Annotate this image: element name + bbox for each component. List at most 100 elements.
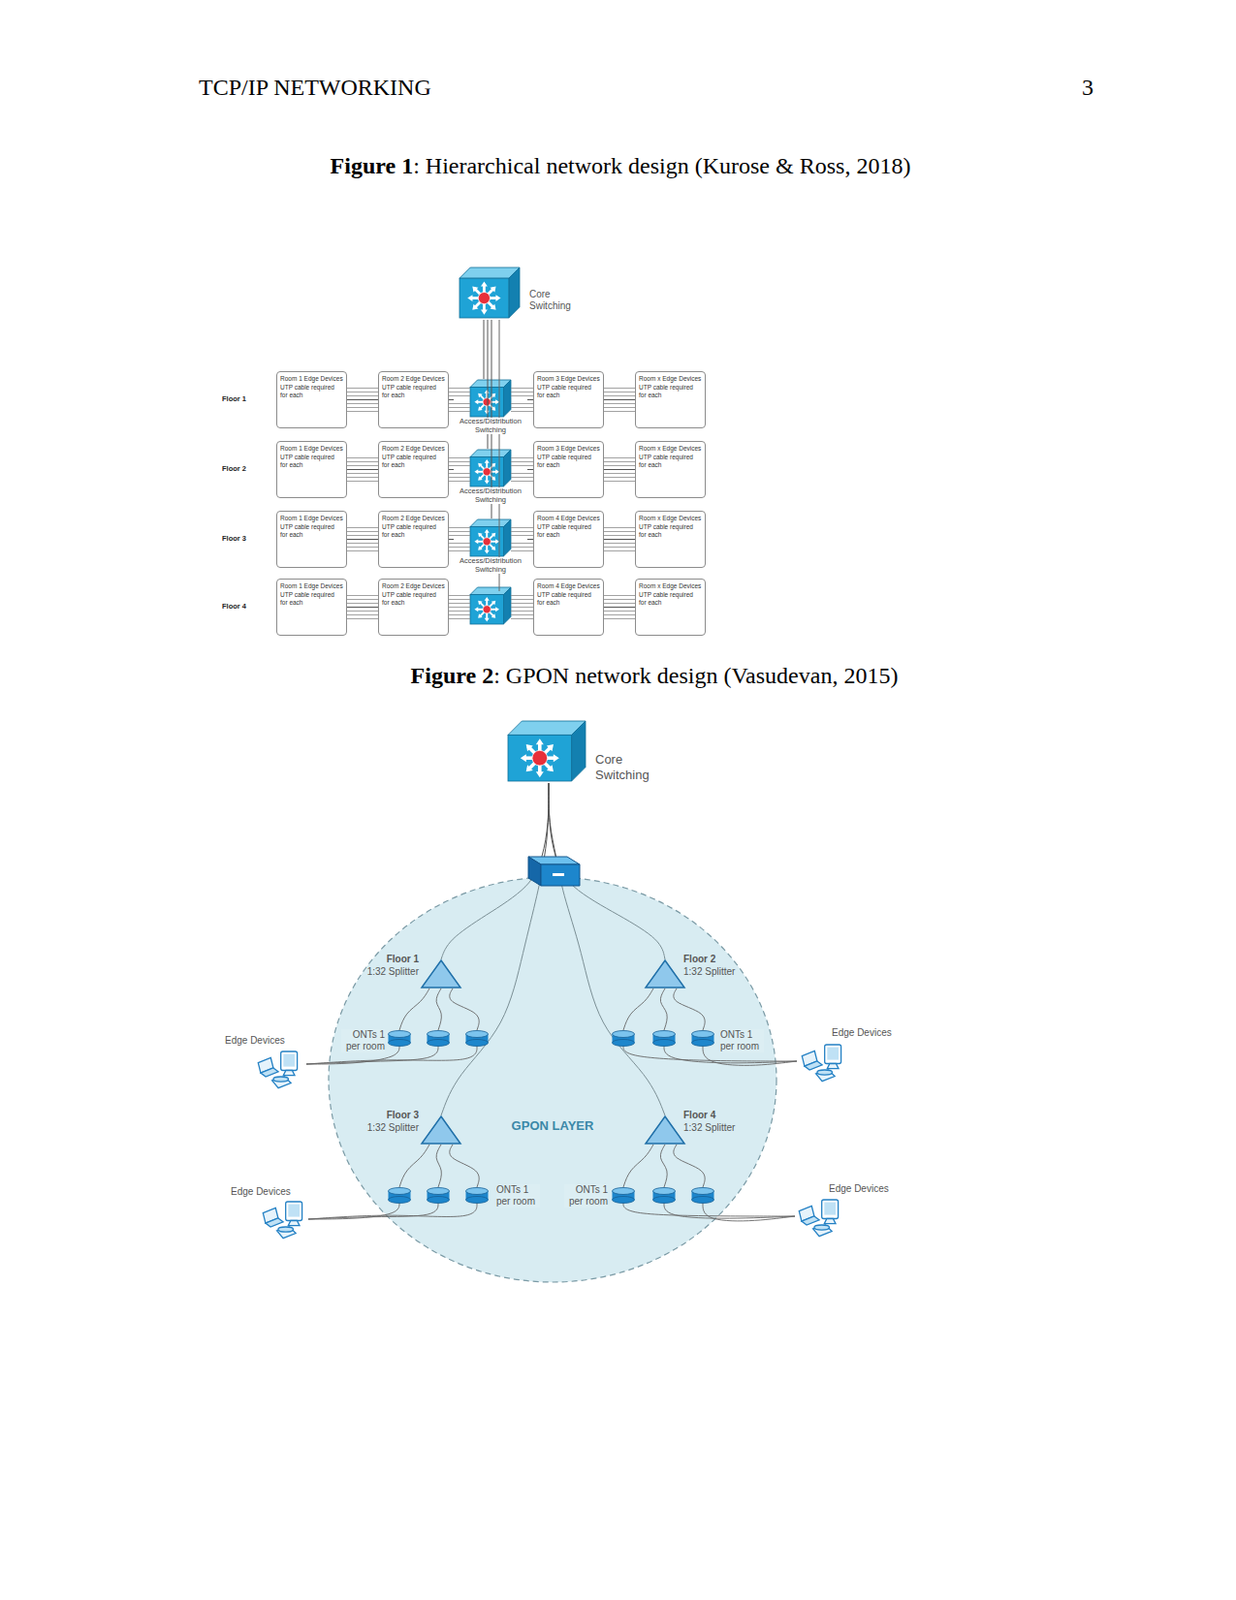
fibre-drop [673, 988, 705, 1031]
node-label: Access/Distribution Switching [453, 557, 528, 574]
figure-caption: Figure 2: GPON network design (Vasudevan… [72, 663, 1236, 690]
node-label: UTP cable required for each [381, 383, 445, 400]
node-label: Room 3 Edge Devices [537, 375, 601, 383]
caption-text: : Hierarchical network design (Kurose & … [412, 153, 911, 179]
splitter-triangle [420, 1115, 462, 1145]
room-box: Room x Edge DevicesUTP cable required fo… [634, 371, 706, 429]
cable-bundle [603, 465, 635, 467]
fibre-drop [436, 988, 442, 1031]
node-label: Access/Distribution Switching [453, 417, 528, 435]
ont-icon [653, 1188, 676, 1205]
gpon-layer: GPON LAYERFloor 11:32 SplitterFloor 21:3… [327, 876, 778, 1284]
cable-bundle [347, 550, 379, 552]
connector [603, 469, 635, 471]
node-label: Core Switching [529, 288, 580, 313]
cable-bundle [448, 395, 471, 397]
connector [483, 319, 485, 380]
cable-bundle [347, 473, 379, 475]
cable-bundle [347, 457, 379, 459]
cable-bundle [603, 403, 635, 405]
connector [347, 538, 379, 540]
node-label: Room 4 Edge Devices [537, 514, 601, 523]
room-box: Room x Edge DevicesUTP cable required fo… [634, 510, 706, 569]
gpon-outline [328, 877, 777, 1283]
switch-icon [507, 721, 586, 782]
figure-caption: Figure 1: Hierarchical network design (K… [38, 153, 1203, 180]
cable-bundle [603, 535, 635, 537]
fibre-drop [660, 1144, 667, 1188]
figure-label: Edge Devices [230, 1186, 291, 1199]
cable-bundle [448, 599, 471, 601]
node-label: Room x Edge Devices [638, 582, 702, 591]
room-box: Room 2 Edge DevicesUTP cable required fo… [378, 441, 449, 499]
fibre-drop [623, 988, 654, 1031]
ont-icon [427, 1031, 450, 1047]
cable-bundle [510, 602, 534, 604]
gpon-details [257, 856, 841, 1239]
room-box: Room 4 Edge DevicesUTP cable required fo… [533, 578, 604, 636]
figure-label: Floor 2 [221, 464, 247, 474]
cable-bundle [510, 403, 534, 405]
cable-bundle [603, 391, 635, 393]
cable-bundle [603, 387, 635, 389]
node-label: UTP cable required for each [280, 453, 344, 470]
ont-icon [427, 1188, 450, 1205]
ont-icon [612, 1188, 635, 1205]
cable-bundle [603, 407, 635, 409]
node-label: Room 2 Edge Devices [381, 514, 445, 523]
splitter: Floor 11:32 Splitter [420, 959, 462, 989]
cable-bundle [448, 595, 471, 597]
caption-text: Figure 2 [411, 663, 495, 689]
cable-bundle [510, 411, 534, 412]
switch-icon [470, 380, 511, 417]
cable-bundle [510, 599, 534, 601]
node-label: Room 1 Edge Devices [280, 582, 344, 591]
core-switch: Core Switching [459, 267, 580, 320]
cable-bundle [347, 403, 379, 405]
node-label: Floor 2 [683, 953, 746, 967]
room-box: Room x Edge DevicesUTP cable required fo… [634, 578, 706, 636]
figure-label: Floor 3 [221, 534, 247, 543]
fibre-drop [436, 1144, 442, 1188]
node-label: Floor 3 [356, 1109, 419, 1123]
switch-icon [470, 449, 511, 487]
cable-bundle [347, 411, 379, 412]
uplink-cable [499, 319, 501, 592]
cable-bundle [448, 542, 471, 544]
cable-bundle [347, 602, 379, 604]
olt-icon [528, 856, 580, 887]
cable-bundle [510, 618, 534, 620]
room-box: Room 2 Edge DevicesUTP cable required fo… [378, 510, 449, 569]
icon-space [459, 267, 524, 320]
ont-icon [612, 1031, 635, 1047]
cable-bundle [347, 599, 379, 601]
cable-bundle [603, 542, 635, 544]
device-cable [664, 1202, 795, 1219]
cable-bundle [448, 618, 471, 620]
cable-bundle [347, 465, 379, 467]
text-holder: Core Switching [589, 721, 664, 783]
cable-bundle [448, 391, 471, 393]
ont-icon [692, 1031, 715, 1047]
access-switch: Access/Distribution Switching [453, 379, 528, 435]
cable-bundle [603, 602, 635, 604]
edge-device-icons [798, 1200, 838, 1237]
device-cable [623, 1045, 797, 1062]
node-label: UTP cable required for each [381, 523, 445, 539]
device-cable [306, 1045, 477, 1065]
switch-icon [470, 519, 511, 557]
cable-bundle [510, 535, 534, 537]
node-label: Room 2 Edge Devices [381, 444, 445, 453]
ont-icon [466, 1031, 489, 1047]
text-holder: Floor 11:32 Splitter [356, 953, 419, 979]
cable-bundle [448, 473, 471, 475]
cable-bundle [510, 542, 534, 544]
cable-bundle [347, 527, 379, 529]
ont-icon [653, 1031, 676, 1047]
cable-bundle [510, 387, 534, 389]
cable-bundle [448, 535, 471, 537]
